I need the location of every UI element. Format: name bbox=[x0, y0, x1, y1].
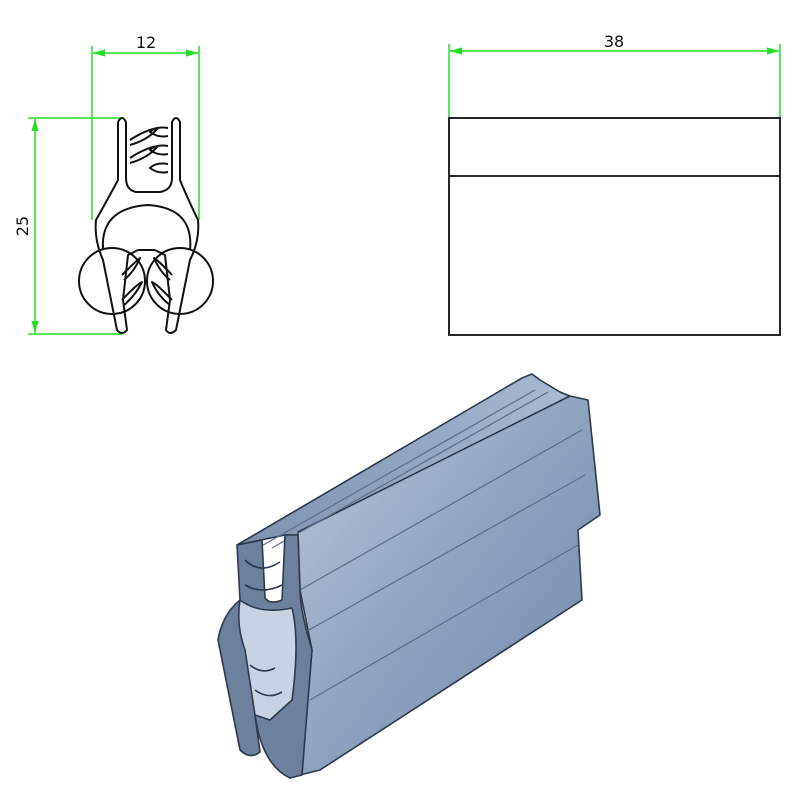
seal-3d-render bbox=[217, 373, 601, 779]
length-dimension bbox=[448, 44, 781, 118]
height-dimension bbox=[28, 117, 122, 335]
width-dimension-label: 12 bbox=[136, 33, 156, 52]
seal-profile-outline bbox=[78, 117, 214, 334]
length-dimension-label: 38 bbox=[604, 32, 624, 51]
side-view-outline bbox=[448, 117, 781, 336]
side-view: 38 bbox=[448, 32, 781, 336]
width-dimension bbox=[91, 46, 200, 220]
height-dimension-label: 25 bbox=[13, 216, 32, 236]
profile-view: 12 25 bbox=[13, 33, 214, 335]
